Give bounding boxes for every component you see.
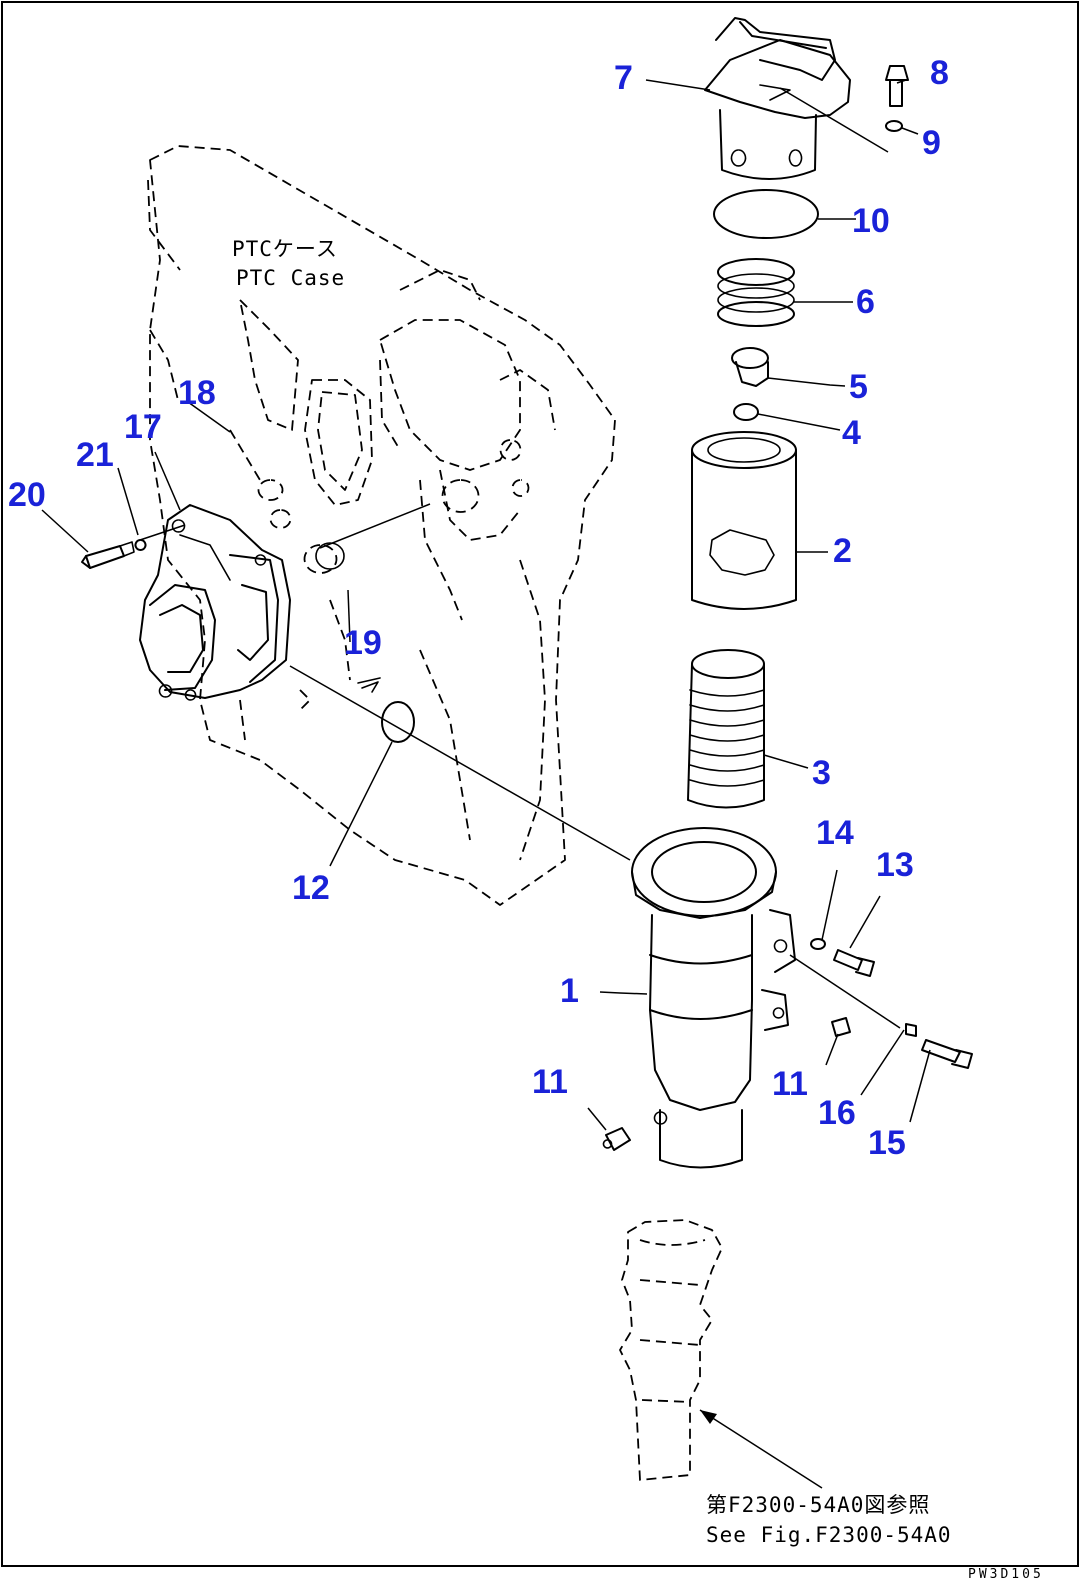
bolt-13 [833,949,875,977]
ptc-case-label-jp: PTCケース [232,237,338,261]
washer-9 [885,120,903,132]
spring-6 [717,258,795,327]
callout-21: 21 [76,436,114,474]
callout-18: 18 [178,374,216,412]
callout-7: 7 [614,59,633,97]
bolt-20 [81,541,135,569]
callout-9: 9 [922,124,941,162]
bolt-15 [921,1039,973,1069]
callout-8: 8 [930,54,949,92]
o-ring-10 [713,189,819,239]
suction-tube [619,1219,723,1481]
o-ring-12 [381,701,415,743]
leader-lines [41,79,931,1489]
cover-7 [704,17,851,180]
callout-16: 16 [818,1094,856,1132]
pump-assembly [139,504,291,701]
ptc-case-label-en: PTC Case [236,266,345,290]
callout-14: 14 [816,814,854,852]
callout-15: 15 [868,1124,906,1162]
plug-11-right [831,1017,851,1037]
drawing-code: PW3D105 [968,1567,1044,1582]
filter-case-1 [631,827,796,1169]
flow-arrow-19 [357,677,381,693]
callout-10: 10 [852,202,890,240]
callout-11-left: 11 [532,1063,568,1101]
bolt-8 [885,65,909,107]
ptc-case-housing [147,145,616,906]
callout-numbers: 1 2 3 4 5 6 7 8 9 10 11 11 12 13 14 15 1… [8,54,949,1162]
valve-5 [731,347,769,387]
filter-element-2 [691,431,797,610]
callout-4: 4 [842,414,861,452]
strainer-3 [687,649,765,809]
callout-12: 12 [292,869,330,907]
callout-11-right: 11 [772,1065,808,1103]
callout-17: 17 [124,408,162,446]
washer-14 [810,938,826,950]
reference-note-en: See Fig.F2300-54A0 [706,1523,952,1547]
callout-3: 3 [812,754,831,792]
assembly-axis-lines [139,87,901,1029]
callout-13: 13 [876,846,914,884]
washer-21 [134,539,147,551]
callout-6: 6 [856,283,875,321]
plug-11-left [602,1127,631,1151]
callout-19: 19 [344,624,382,662]
washer-16 [905,1023,917,1037]
washer-4 [733,403,759,421]
callout-20: 20 [8,476,46,514]
reference-arrowhead [700,1410,717,1424]
o-ring-19 [315,542,345,570]
callout-2: 2 [833,532,852,570]
reference-note-jp: 第F2300-54A0図参照 [706,1493,930,1517]
callout-5: 5 [849,368,868,406]
drawing-border [1,1,1079,1567]
callout-1: 1 [560,972,579,1010]
